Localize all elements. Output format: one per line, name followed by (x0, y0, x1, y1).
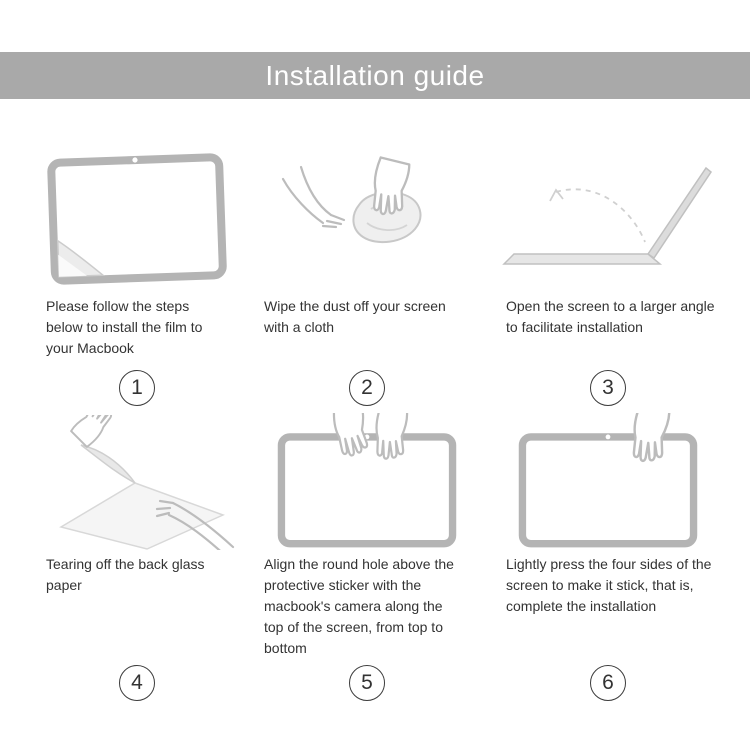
page-title: Installation guide (265, 59, 485, 91)
step-2-number-circle: 2 (349, 370, 385, 406)
step-1-illustration (28, 142, 246, 294)
step-1-caption: Please follow the steps below to install… (46, 298, 203, 356)
wipe-cloth-icon (281, 156, 422, 244)
step-3-caption: Open the screen to a larger angle to fac… (506, 298, 715, 335)
step-6: Lightly press the four sides of the scre… (488, 412, 728, 707)
step-5-number: 5 (246, 665, 488, 701)
step-4-number: 4 (28, 665, 246, 701)
step-1: Please follow the steps below to install… (28, 142, 246, 412)
press-edges-icon (518, 413, 698, 548)
step-5-number-circle: 5 (349, 665, 385, 701)
align-film-icon (277, 413, 457, 548)
tear-backing-icon (59, 414, 235, 550)
step-4-caption: Tearing off the back glass paper (46, 556, 205, 593)
step-6-number: 6 (488, 665, 728, 701)
step-2: Wipe the dust off your screen with a clo… (246, 142, 488, 412)
step-6-caption: Lightly press the four sides of the scre… (506, 556, 712, 614)
step-4: Tearing off the back glass paper 4 (28, 412, 246, 707)
step-5: Align the round hole above the protectiv… (246, 412, 488, 707)
macbook-film-peel-icon (47, 152, 227, 285)
step-4-illustration (28, 412, 246, 552)
step-2-caption: Wipe the dust off your screen with a clo… (264, 298, 446, 335)
step-2-number: 2 (246, 370, 488, 406)
step-4-number-circle: 4 (119, 665, 155, 701)
step-1-number-circle: 1 (119, 370, 155, 406)
steps-grid: Please follow the steps below to install… (28, 142, 728, 707)
step-1-number: 1 (28, 370, 246, 406)
step-3-number: 3 (488, 370, 728, 406)
step-2-illustration (246, 142, 488, 294)
open-laptop-icon (502, 166, 713, 265)
step-5-illustration (246, 412, 488, 552)
step-6-illustration (488, 412, 728, 552)
step-6-number-circle: 6 (590, 665, 626, 701)
step-3-illustration (488, 142, 728, 294)
step-3-number-circle: 3 (590, 370, 626, 406)
header-banner: Installation guide (0, 52, 750, 99)
step-5-caption: Align the round hole above the protectiv… (264, 556, 454, 656)
step-3: Open the screen to a larger angle to fac… (488, 142, 728, 412)
